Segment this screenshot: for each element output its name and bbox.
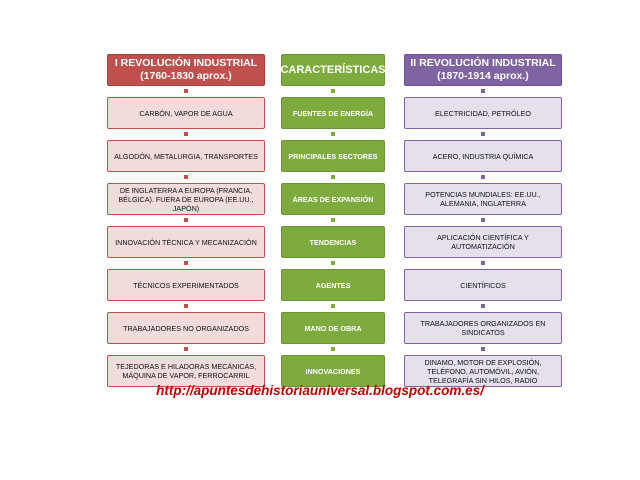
mid-box-expansion: ÁREAS DE EXPANSIÓN [281, 183, 385, 215]
first-industrial-revolution-column: I REVOLUCIÓN INDUSTRIAL (1760-1830 aprox… [107, 54, 265, 387]
connector [184, 347, 188, 351]
connector [331, 89, 335, 93]
mid-box-trends: TENDENCIAS [281, 226, 385, 258]
mid-box-sectors: PRINCIPALES SECTORES [281, 140, 385, 172]
connector [331, 218, 335, 222]
connector [184, 304, 188, 308]
connector [184, 132, 188, 136]
right-box-innovations: DINAMO, MOTOR DE EXPLOSIÓN, TELÉFONO, AU… [404, 355, 562, 387]
right-box-trends: APLICACIÓN CIENTÍFICA Y AUTOMATIZACIÓN [404, 226, 562, 258]
blog-url-link[interactable]: http://apuntesdehistoriauniversal.blogsp… [156, 383, 484, 398]
left-box-sectors: ALGODÓN, METALURGIA, TRANSPORTES [107, 140, 265, 172]
connector [331, 261, 335, 265]
connector [331, 304, 335, 308]
first-revolution-title: I REVOLUCIÓN INDUSTRIAL [114, 57, 258, 69]
connector [481, 89, 485, 93]
characteristics-header: CARACTERÍSTICAS [280, 54, 386, 86]
left-box-innovations: TEJEDORAS E HILADORAS MECÁNICAS, MÁQUINA… [107, 355, 265, 387]
mid-box-energy: FUENTES DE ENERGÍA [281, 97, 385, 129]
second-revolution-dates: (1870-1914 aprox.) [437, 70, 529, 82]
connector [481, 347, 485, 351]
left-box-trends: INNOVACIÓN TÉCNICA Y MECANIZACIÓN [107, 226, 265, 258]
second-revolution-header: II REVOLUCIÓN INDUSTRIAL (1870-1914 apro… [404, 54, 562, 86]
right-box-agents: CIENTÍFICOS [404, 269, 562, 301]
second-revolution-title: II REVOLUCIÓN INDUSTRIAL [410, 57, 556, 69]
mid-box-agents: AGENTES [281, 269, 385, 301]
mid-box-innovations: INNOVACIONES [281, 355, 385, 387]
mid-box-labor: MANO DE OBRA [281, 312, 385, 344]
first-revolution-dates: (1760-1830 aprox.) [140, 70, 232, 82]
connector [184, 175, 188, 179]
right-box-sectors: ACERO, INDUSTRIA QUÍMICA [404, 140, 562, 172]
connector [481, 304, 485, 308]
connector [331, 132, 335, 136]
connector [481, 132, 485, 136]
connector [331, 347, 335, 351]
right-box-energy: ELECTRICIDAD, PETRÓLEO [404, 97, 562, 129]
connector [481, 175, 485, 179]
connector [184, 261, 188, 265]
second-industrial-revolution-column: II REVOLUCIÓN INDUSTRIAL (1870-1914 apro… [404, 54, 562, 387]
connector [184, 218, 188, 222]
right-box-expansion: POTENCIAS MUNDIALES: EE.UU., ALEMANIA, I… [404, 183, 562, 215]
connector [184, 89, 188, 93]
left-box-agents: TÉCNICOS EXPERIMENTADOS [107, 269, 265, 301]
characteristics-column: CARACTERÍSTICAS FUENTES DE ENERGÍA PRINC… [280, 54, 386, 387]
first-revolution-header: I REVOLUCIÓN INDUSTRIAL (1760-1830 aprox… [107, 54, 265, 86]
connector [481, 218, 485, 222]
left-box-labor: TRABAJADORES NO ORGANIZADOS [107, 312, 265, 344]
connector [331, 175, 335, 179]
right-box-labor: TRABAJADORES ORGANIZADOS EN SINDICATOS [404, 312, 562, 344]
left-box-energy: CARBÓN, VAPOR DE AGUA [107, 97, 265, 129]
left-box-expansion: DE INGLATERRA A EUROPA (FRANCIA, BÉLGICA… [107, 183, 265, 215]
connector [481, 261, 485, 265]
